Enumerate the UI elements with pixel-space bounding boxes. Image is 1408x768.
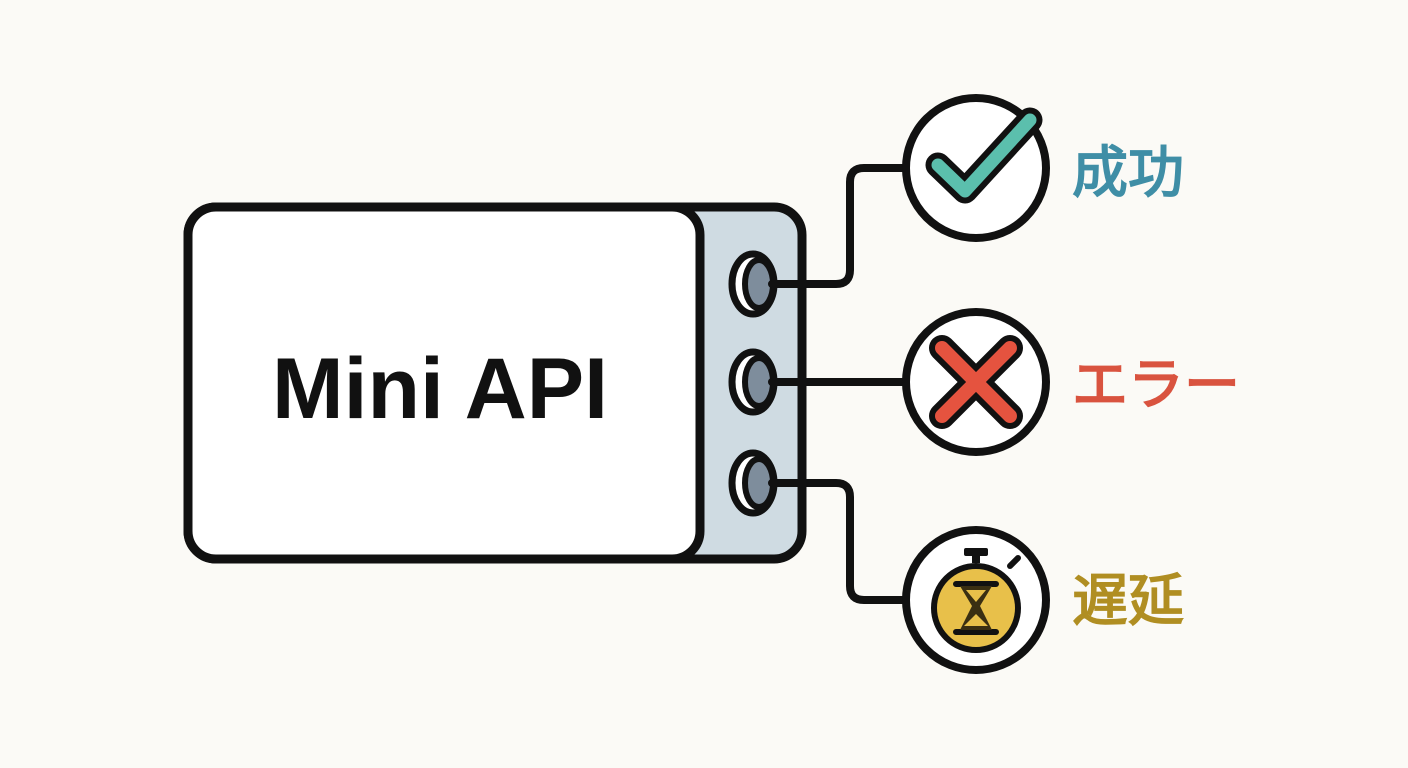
delay-label: 遅延 [1072, 569, 1184, 634]
device-title: Mini API [272, 341, 608, 437]
error-label: エラー [1072, 353, 1240, 418]
success-label: 成功 [1072, 141, 1184, 206]
stopwatch-hourglass-icon [931, 548, 1021, 653]
wire-delay [768, 479, 910, 604]
output-success: 成功 [902, 94, 1184, 242]
port-delay [728, 449, 778, 517]
mini-api-device: Mini API [183, 202, 807, 564]
port-error [728, 348, 778, 416]
port-group [728, 250, 778, 517]
output-delay: 遅延 [902, 526, 1184, 674]
wire-success [768, 164, 910, 288]
checkmark-icon [925, 107, 1043, 204]
x-mark-icon [929, 335, 1023, 429]
output-error: エラー [902, 308, 1240, 456]
device-panel [183, 202, 705, 564]
connector-wires [768, 164, 910, 604]
port-success [728, 250, 778, 318]
